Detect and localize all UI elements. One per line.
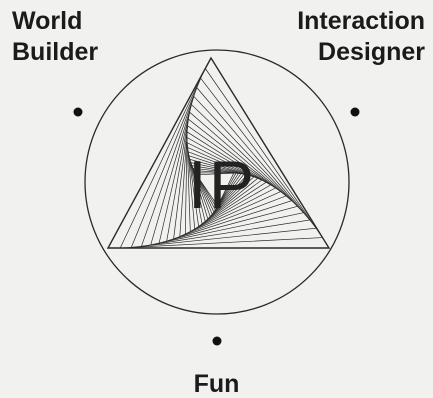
spiral-triangle — [184, 131, 277, 235]
spiral-triangle — [186, 136, 272, 233]
spiral-triangle — [195, 172, 235, 207]
label-world-builder-line1: World — [12, 7, 83, 35]
outer-circle — [84, 49, 350, 315]
spiral-triangle — [187, 146, 263, 228]
spiral-triangle — [191, 165, 245, 215]
spiral-triangle — [186, 142, 267, 230]
spiral-triangle — [106, 56, 331, 249]
spiral-triangle — [193, 170, 240, 211]
spiral-triangle — [187, 151, 259, 225]
dot-fun — [212, 336, 222, 346]
spiral-triangle — [150, 95, 305, 246]
spiral-triangle — [158, 103, 299, 244]
spiral-triangle — [188, 155, 255, 223]
spiral-triangle — [119, 67, 324, 249]
label-interaction-designer-line2: Designer — [318, 38, 425, 66]
spiral-triangle — [194, 172, 237, 209]
label-world-builder-line2: Builder — [12, 38, 99, 66]
dot-interaction-designer — [350, 107, 360, 117]
spiral-triangle — [173, 118, 287, 240]
label-interaction-designer-line1: Interaction — [297, 7, 425, 35]
spiral-triangle — [189, 158, 251, 220]
spiral-triangle — [140, 86, 311, 247]
monogram-text: IP — [188, 147, 256, 223]
spiral-triangle — [166, 111, 293, 242]
spiral-triangle — [179, 125, 282, 238]
nested-triangles — [106, 56, 331, 249]
label-world-builder: World Builder — [12, 6, 98, 68]
spiral-triangle — [192, 167, 242, 213]
label-fun: Fun — [193, 370, 240, 398]
spiral-triangle — [130, 77, 317, 248]
spiral-triangle — [190, 162, 248, 218]
label-interaction-designer: Interaction Designer — [297, 6, 425, 68]
dot-world-builder — [73, 107, 83, 117]
